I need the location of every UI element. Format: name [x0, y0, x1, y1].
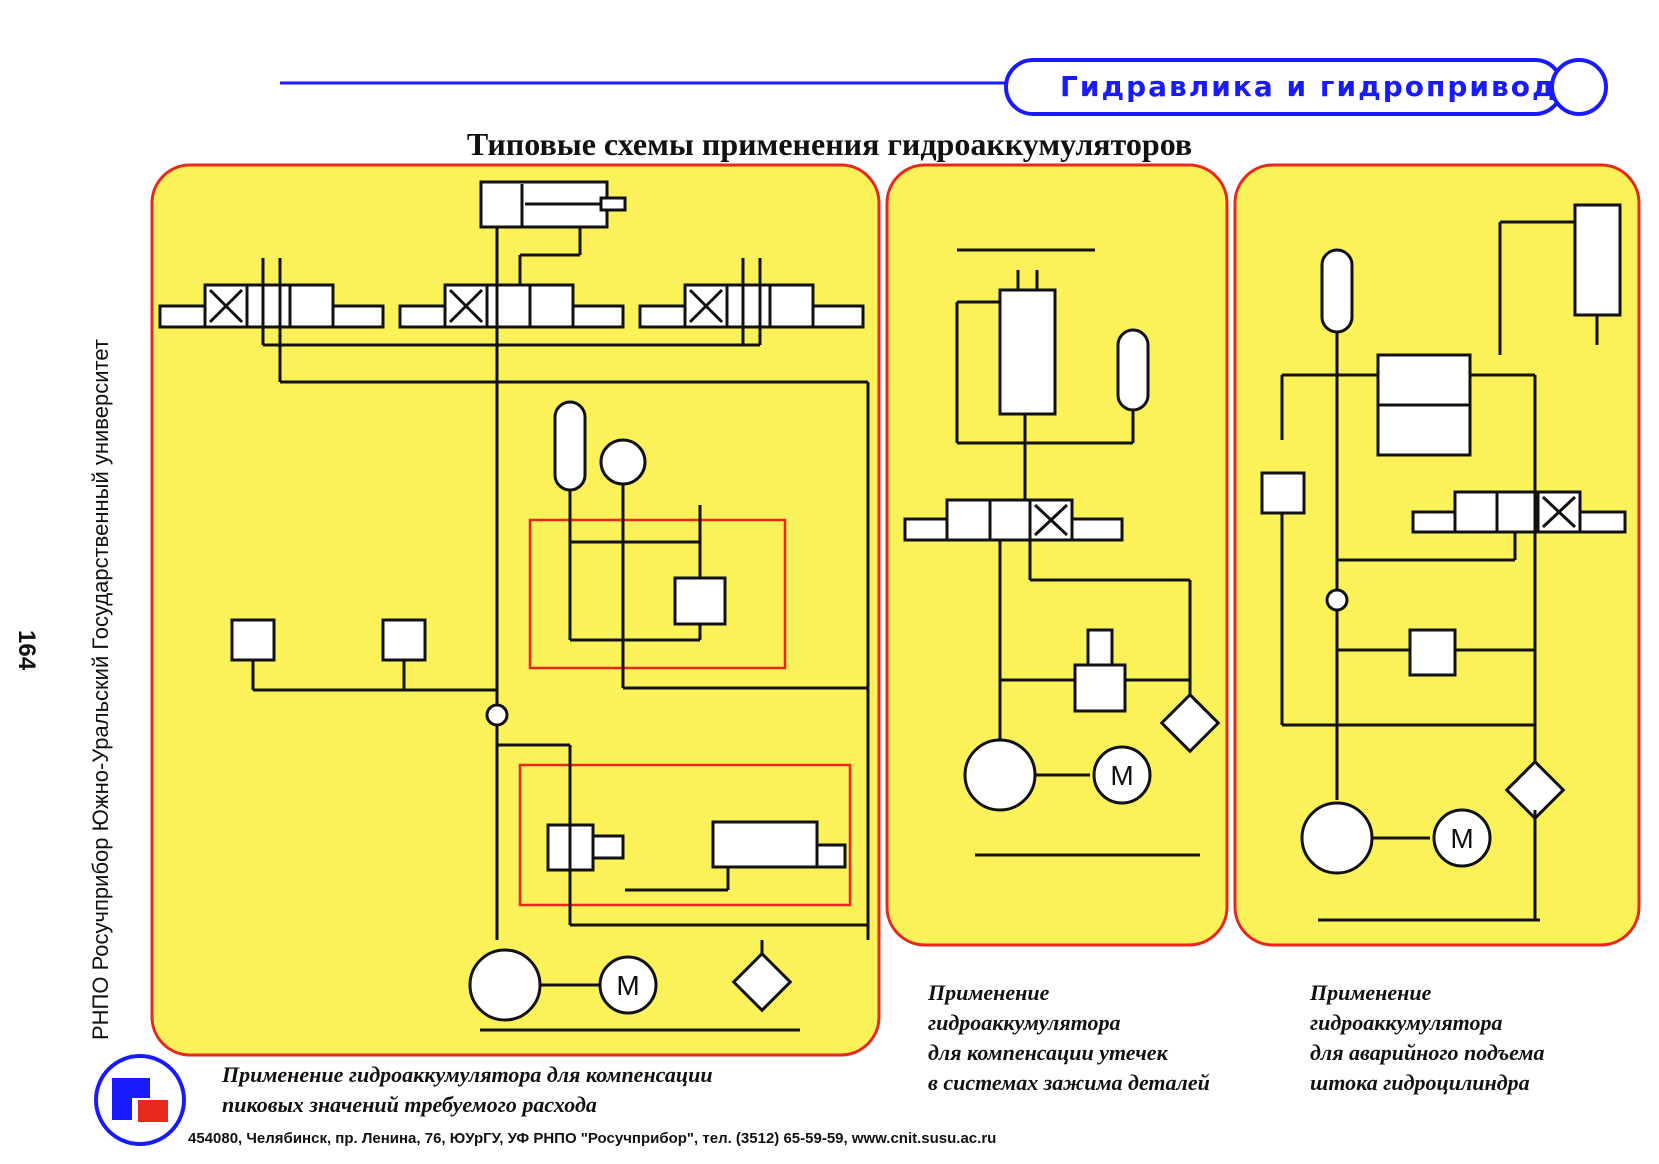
caption-peak-flow: Применение гидроаккумулятора для компенс…	[222, 1062, 713, 1117]
motor-label-3: M	[1450, 823, 1473, 854]
panel-leakage	[885, 163, 1229, 947]
panel-peak-flow	[150, 163, 881, 1057]
directional-valve-2	[398, 283, 625, 329]
footer-address: 454080, Челябинск, пр. Ленина, 76, ЮУрГУ…	[188, 1130, 997, 1147]
header-circle	[1550, 58, 1608, 116]
caption-leakage: Применение гидроаккумулятора для компенс…	[928, 980, 1210, 1095]
panel2-circuit	[903, 248, 1221, 857]
panel3-circuit	[1260, 203, 1627, 922]
rnpo-logo	[94, 1054, 186, 1146]
side-text: РНПО Росучприбор Южно-Уральский Государс…	[88, 339, 113, 1040]
panel1-circuit	[158, 180, 870, 1032]
motor-label-1: M	[616, 970, 639, 1001]
section-title: Гидравлика и гидропривод	[1060, 70, 1557, 103]
page-title: Типовые схемы применения гидроаккумулято…	[466, 126, 1193, 162]
directional-valve-3	[638, 258, 865, 345]
header-band	[1004, 58, 1564, 116]
directional-valve-1	[158, 258, 385, 345]
page-number: 164	[13, 630, 40, 671]
motor-label-2: M	[1110, 760, 1133, 791]
caption-emergency: Применение гидроаккумулятора для аварийн…	[1310, 980, 1545, 1095]
